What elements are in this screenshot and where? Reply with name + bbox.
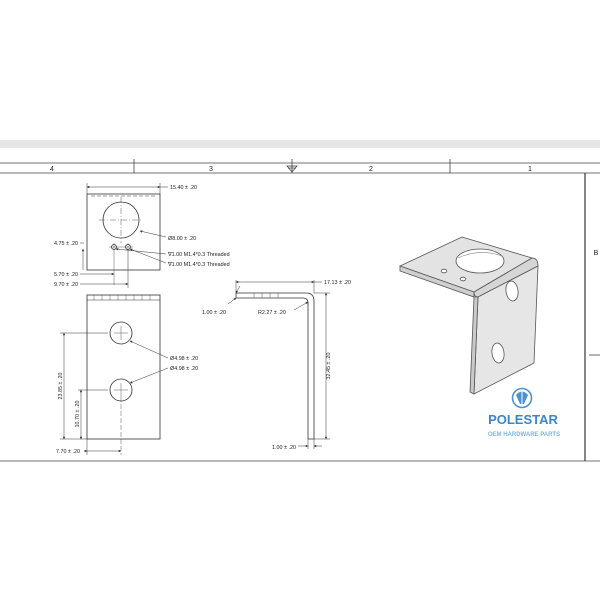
dim-top-width: 15.40 ± .20 [170, 185, 197, 191]
zone-label-4: 4 [50, 166, 54, 173]
side-view-dims [227, 280, 330, 449]
front-hole-1 [109, 321, 133, 345]
dim-hole-x-2: 9.70 ± .20 [54, 282, 78, 288]
centering-mark [286, 165, 298, 173]
dim-side-bottom-thickness: 1.00 ± .20 [272, 445, 296, 451]
front-view-dims [60, 332, 169, 455]
zone-label-1: 1 [528, 166, 532, 173]
iso-leg-hole-1 [505, 280, 519, 302]
dim-hole-x-1: 5.70 ± .20 [54, 272, 78, 278]
top-view-dims [80, 183, 168, 288]
watermark-tagline: OEM HARDWARE PARTS [488, 432, 560, 438]
front-view [86, 294, 161, 455]
polestar-logo [511, 387, 533, 409]
dim-front-hole-1: Ø4.98 ± .20 [170, 356, 198, 362]
dim-thread-2: ∇1.00 M1.4*0.3 Threaded [167, 262, 230, 268]
dim-hole-large: Ø8.00 ± .20 [168, 236, 196, 242]
iso-thread-hole-2 [459, 276, 467, 282]
dim-front-hole-gap: 10.70 ± .20 [75, 401, 81, 428]
iso-leg-hole-2 [491, 342, 505, 364]
top-view [86, 193, 161, 285]
dim-front-hole-2: Ø4.98 ± .20 [170, 366, 198, 372]
watermark-brand: POLESTAR [488, 412, 558, 427]
zone-label-3: 3 [209, 166, 213, 173]
dim-thread-1: ∇1.00 M1.4*0.3 Threaded [167, 252, 230, 258]
dim-bend-radius: R2.27 ± .20 [258, 310, 286, 316]
zone-label-2: 2 [369, 166, 373, 173]
dim-side-top-len: 17.13 ± .20 [324, 280, 351, 286]
sheet-frame [0, 159, 600, 462]
dim-front-height: 23.85 ± .20 [58, 373, 64, 400]
zone-label-right-edge: B [594, 250, 599, 257]
dim-front-hole-x: 7.70 ± .20 [56, 449, 80, 455]
frame-top-bar [0, 140, 600, 148]
iso-thread-hole-1 [440, 268, 448, 274]
iso-top-hole [455, 248, 505, 274]
dim-side-thickness: 1.00 ± .20 [202, 310, 226, 316]
isometric-view [398, 236, 539, 395]
dim-side-height: 32.45 ± .20 [326, 353, 332, 380]
dim-hole-offset-y: 4.75 ± .20 [54, 241, 78, 247]
